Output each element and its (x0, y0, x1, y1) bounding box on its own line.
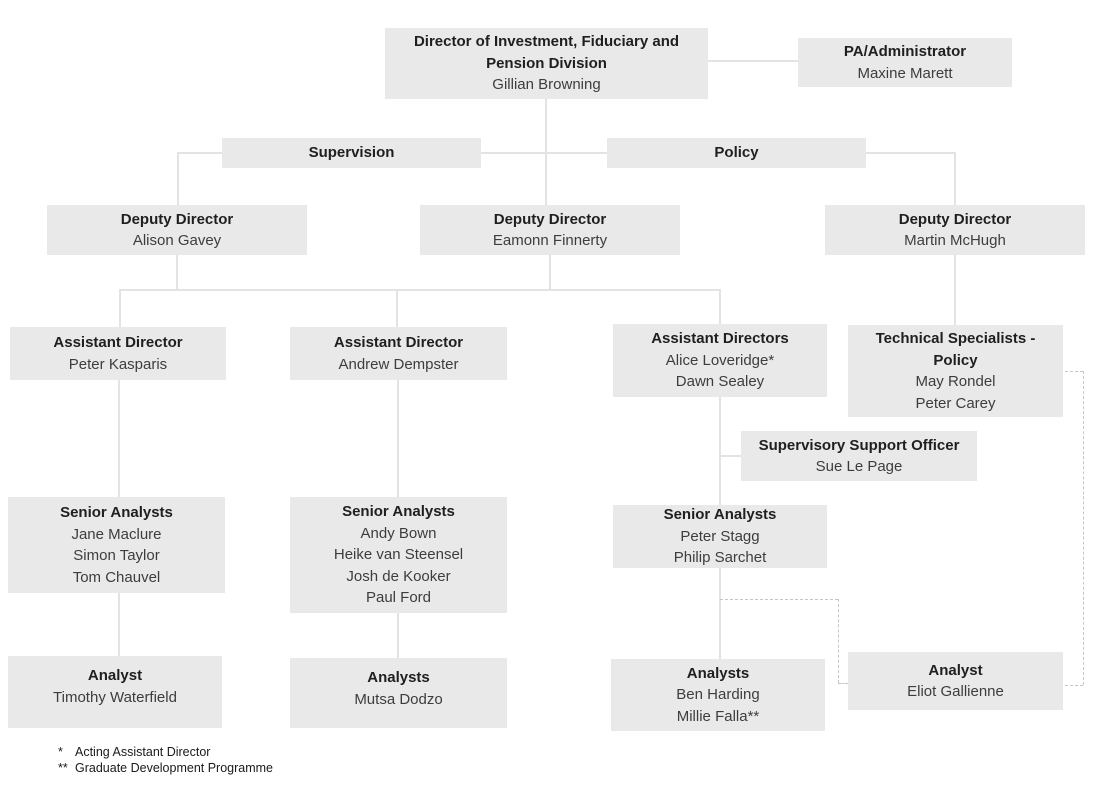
node-person: Ben Harding (676, 686, 760, 704)
node-person: Sue Le Page (815, 458, 903, 475)
org-node-deputy-director-mchugh: Deputy Director Martin McHugh (825, 205, 1085, 255)
node-title: Analysts (686, 664, 750, 682)
dashed-connector-to-gallienne-left (838, 683, 848, 684)
node-title: Senior Analysts (342, 503, 455, 521)
node-person: Eamonn Finnerty (492, 232, 608, 249)
node-title: Assistant Directors (651, 330, 789, 348)
footnote-text: Acting Assistant Director (75, 745, 211, 759)
org-node-technical-specialists-policy: Technical Specialists - Policy May Ronde… (848, 325, 1063, 417)
connector-kasparis-to-senior-analysts (118, 380, 120, 497)
org-node-director: Director of Investment, Fiduciary and Pe… (385, 28, 708, 99)
footnote-text: Graduate Development Programme (75, 761, 274, 775)
node-person: Maxine Marett (857, 64, 953, 82)
org-node-policy-label: Policy (607, 138, 866, 168)
node-title: Analyst (87, 667, 143, 684)
node-person: Philip Sarchet (673, 549, 767, 567)
dashed-connector-technical-v (1083, 371, 1084, 685)
connector-finnerty-to-rail2 (549, 255, 551, 291)
connector-to-dempster (396, 289, 398, 327)
connector-to-assistant-directors (719, 289, 721, 324)
org-node-deputy-director-finnerty: Deputy Director Eamonn Finnerty (420, 205, 680, 255)
connector-rail1-right (866, 152, 956, 154)
org-node-senior-analysts-policy: Senior Analysts Peter Stagg Philip Sarch… (613, 505, 827, 568)
node-person: Alice Loveridge* (665, 351, 775, 369)
connector-gavey-to-rail2 (176, 255, 178, 291)
node-title: Assistant Director (333, 334, 464, 351)
node-person: Peter Kasparis (68, 355, 168, 373)
node-title: Deputy Director (493, 210, 607, 228)
org-node-assistant-director-kasparis: Assistant Director Peter Kasparis (10, 327, 226, 380)
node-person: Martin McHugh (904, 232, 1006, 249)
node-person: Andy Bown (360, 524, 437, 542)
org-node-analysts-dodzo: Analysts Mutsa Dodzo (290, 658, 507, 728)
connector-to-deputy-mchugh (954, 152, 956, 205)
footnotes: * Acting Assistant Director ** Graduate … (58, 744, 273, 776)
dashed-connector-to-gallienne-right (1065, 685, 1083, 686)
connector-senior-analysts-c-to-analysts (719, 568, 721, 659)
node-person: Alison Gavey (132, 232, 222, 249)
node-person: Dawn Sealey (675, 373, 765, 391)
org-node-assistant-director-dempster: Assistant Director Andrew Dempster (290, 327, 507, 380)
connector-director-to-pa (708, 60, 798, 62)
node-person: Simon Taylor (73, 547, 160, 564)
connector-spur-supervisory-support (719, 455, 741, 457)
node-person: Tom Chauvel (72, 568, 161, 586)
dashed-connector-technical-h (1065, 371, 1083, 372)
node-person: Jane Maclure (71, 525, 162, 543)
org-node-senior-analysts-supervision-a: Senior Analysts Jane Maclure Simon Taylo… (8, 497, 225, 593)
node-title: Analyst (928, 661, 983, 679)
connector-mchugh-to-technical-specialists (954, 255, 956, 325)
connector-rail1-left (178, 152, 222, 154)
org-node-analysts-harding-falla: Analysts Ben Harding Millie Falla** (611, 659, 825, 731)
org-node-analyst-waterfield: Analyst Timothy Waterfield (8, 656, 222, 728)
node-person: Timothy Waterfield (53, 688, 177, 706)
node-person: Heike van Steensel (333, 546, 464, 564)
node-title: Analysts (367, 669, 430, 686)
node-person: Peter Stagg (680, 527, 760, 545)
org-node-supervisory-support-officer: Supervisory Support Officer Sue Le Page (741, 431, 977, 481)
node-title: Senior Analysts (663, 506, 777, 524)
node-person: Millie Falla** (676, 707, 760, 725)
node-person: Eliot Gallienne (907, 683, 1004, 700)
node-person: Peter Carey (915, 394, 996, 412)
node-title: Technical Specialists - Policy (875, 330, 1036, 369)
node-title: Assistant Director (53, 334, 183, 351)
connector-dempster-to-senior-analysts (397, 380, 399, 497)
connector-rail1-mid (481, 152, 607, 154)
node-title: Supervision (308, 144, 395, 162)
connector-assistant-directors-to-senior-analysts (719, 397, 721, 505)
node-title: Senior Analysts (60, 504, 173, 521)
org-node-senior-analysts-supervision-b: Senior Analysts Andy Bown Heike van Stee… (290, 497, 507, 613)
org-node-pa-administrator: PA/Administrator Maxine Marett (798, 38, 1012, 87)
node-person: Mutsa Dodzo (354, 690, 443, 708)
node-title: Deputy Director (120, 210, 234, 228)
org-node-assistant-directors: Assistant Directors Alice Loveridge* Daw… (613, 324, 827, 397)
footnote-marker: ** (58, 761, 68, 775)
org-node-analyst-gallienne: Analyst Eliot Gallienne (848, 652, 1063, 710)
footnote-graduate-development-programme: ** Graduate Development Programme (58, 760, 273, 776)
node-person: Paul Ford (365, 589, 432, 607)
node-person: Josh de Kooker (346, 567, 451, 585)
node-title: Supervisory Support Officer (758, 436, 960, 454)
node-person: Gillian Browning (492, 76, 601, 94)
dashed-connector-senior-analysts-h (720, 599, 838, 600)
connector-to-kasparis (119, 289, 121, 327)
footnote-acting-assistant-director: * Acting Assistant Director (58, 744, 273, 760)
node-person: May Rondel (915, 373, 996, 390)
connector-rail2 (119, 289, 721, 291)
node-person: Andrew Dempster (338, 355, 459, 373)
node-title: Policy (714, 144, 759, 162)
footnote-marker: * (58, 745, 63, 759)
node-title: Deputy Director (898, 210, 1012, 228)
connector-senior-analysts-a-to-analyst (118, 593, 120, 656)
org-node-supervision-label: Supervision (222, 138, 481, 168)
node-title: PA/Administrator (843, 43, 967, 60)
connector-to-deputy-gavey (177, 152, 179, 205)
connector-senior-analysts-b-to-analysts (397, 613, 399, 658)
org-node-deputy-director-gavey: Deputy Director Alison Gavey (47, 205, 307, 255)
node-title: Director of Investment, Fiduciary and Pe… (413, 33, 680, 72)
dashed-connector-senior-analysts-v (838, 599, 839, 683)
